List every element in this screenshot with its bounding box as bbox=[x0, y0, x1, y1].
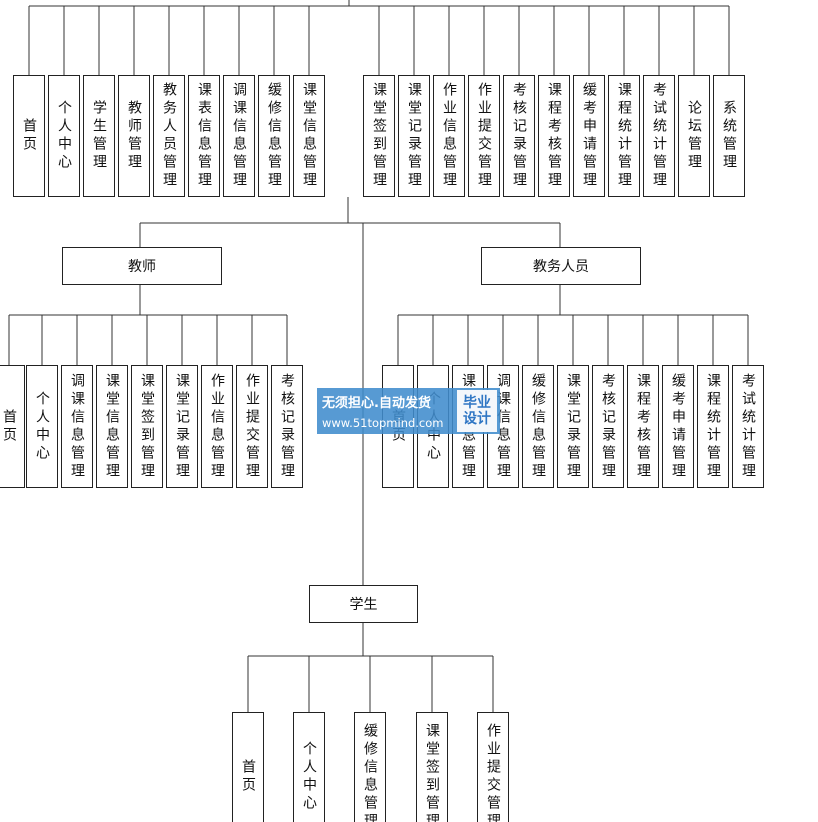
staff-module-item: 缓考申请管理 bbox=[662, 365, 694, 488]
teacher-module-item: 考核记录管理 bbox=[271, 365, 303, 488]
admin-module-item: 首页 bbox=[13, 75, 45, 197]
watermark-banner: 无须担心.自动发货 www.51topmind.com 毕业 设计 bbox=[317, 388, 500, 434]
teacher-module-item: 调课信息管理 bbox=[61, 365, 93, 488]
staff-module-item: 考试统计管理 bbox=[732, 365, 764, 488]
watermark-slogan: 无须担心.自动发货 bbox=[322, 396, 431, 411]
teacher-role-box: 教师 bbox=[62, 247, 222, 285]
student-role-box: 学生 bbox=[309, 585, 418, 623]
admin-module-item: 课堂签到管理 bbox=[363, 75, 395, 197]
watermark-badge-line2: 设计 bbox=[463, 411, 491, 427]
student-module-item: 缓修信息管理 bbox=[354, 712, 386, 822]
teacher-module-item: 课堂记录管理 bbox=[166, 365, 198, 488]
admin-module-item: 课表信息管理 bbox=[188, 75, 220, 197]
admin-module-item: 缓考申请管理 bbox=[573, 75, 605, 197]
admin-module-item: 考核记录管理 bbox=[503, 75, 535, 197]
student-module-item: 作业提交管理 bbox=[477, 712, 509, 822]
admin-module-item: 课堂信息管理 bbox=[293, 75, 325, 197]
student-module-item: 首页 bbox=[232, 712, 264, 822]
staff-role-box: 教务人员 bbox=[481, 247, 641, 285]
teacher-module-item: 个人中心 bbox=[26, 365, 58, 488]
staff-module-item: 课堂记录管理 bbox=[557, 365, 589, 488]
admin-module-item: 学生管理 bbox=[83, 75, 115, 197]
admin-module-item: 课堂记录管理 bbox=[398, 75, 430, 197]
admin-module-item: 课程考核管理 bbox=[538, 75, 570, 197]
teacher-module-item: 课堂签到管理 bbox=[131, 365, 163, 488]
admin-module-item: 考试统计管理 bbox=[643, 75, 675, 197]
staff-module-item: 课程考核管理 bbox=[627, 365, 659, 488]
admin-module-item: 作业信息管理 bbox=[433, 75, 465, 197]
staff-module-item: 考核记录管理 bbox=[592, 365, 624, 488]
admin-module-item: 系统管理 bbox=[713, 75, 745, 197]
watermark-url: www.51topmind.com bbox=[322, 416, 444, 430]
student-module-item: 个人中心 bbox=[293, 712, 325, 822]
admin-module-item: 缓修信息管理 bbox=[258, 75, 290, 197]
admin-module-item: 个人中心 bbox=[48, 75, 80, 197]
teacher-module-item: 作业信息管理 bbox=[201, 365, 233, 488]
staff-module-item: 课程统计管理 bbox=[697, 365, 729, 488]
admin-module-item: 调课信息管理 bbox=[223, 75, 255, 197]
staff-module-item: 缓修信息管理 bbox=[522, 365, 554, 488]
student-module-item: 课堂签到管理 bbox=[416, 712, 448, 822]
admin-module-item: 论坛管理 bbox=[678, 75, 710, 197]
watermark-badge: 毕业 设计 bbox=[457, 390, 497, 432]
admin-module-item: 教务人员管理 bbox=[153, 75, 185, 197]
teacher-module-item: 作业提交管理 bbox=[236, 365, 268, 488]
admin-module-item: 课程统计管理 bbox=[608, 75, 640, 197]
admin-module-item: 作业提交管理 bbox=[468, 75, 500, 197]
admin-module-item: 教师管理 bbox=[118, 75, 150, 197]
watermark-badge-line1: 毕业 bbox=[463, 394, 491, 411]
teacher-module-item: 课堂信息管理 bbox=[96, 365, 128, 488]
teacher-module-item: 首页 bbox=[0, 365, 25, 488]
